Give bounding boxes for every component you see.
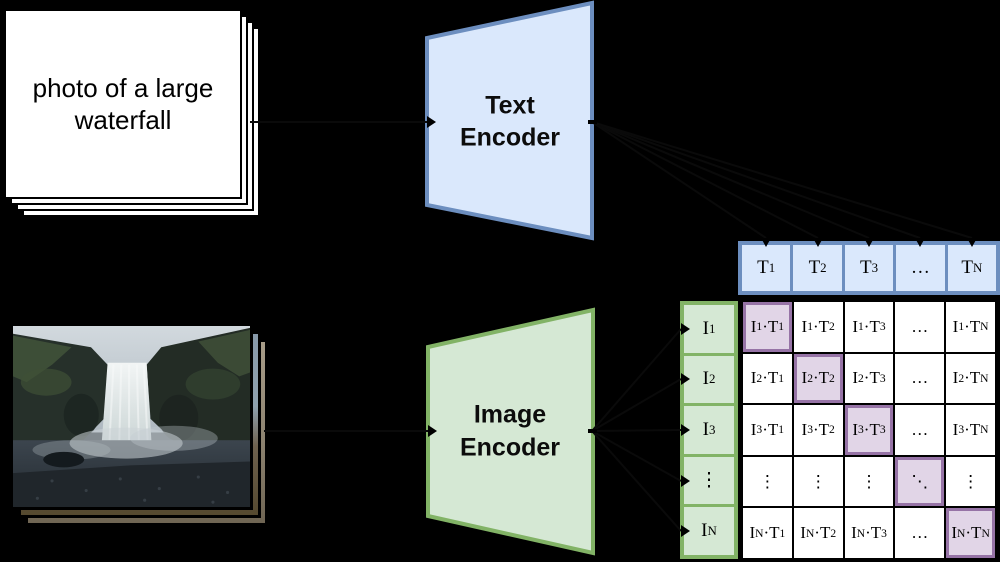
image-encoder-label: Image Encoder — [459, 400, 561, 462]
image-encoder-block: Image Encoder — [424, 306, 596, 556]
image-input-stack — [0, 315, 290, 545]
matrix-cell-r1c4: … — [895, 302, 945, 352]
matrix-cell-r4c3: ⋮ — [844, 456, 894, 507]
col-header-4: … — [896, 245, 945, 291]
matrix-cell-r4c4: ⋱ — [895, 456, 945, 507]
matrix-cell-r4c1: ⋮ — [743, 456, 792, 507]
matrix-cell-r5c4: … — [895, 508, 945, 558]
image-encoder-trapezoid — [426, 307, 595, 556]
waterfall-photo — [10, 323, 253, 510]
text-encoder-label: Text Encoder — [459, 91, 561, 152]
text-prompt: photo of a large waterfall — [32, 72, 214, 136]
matrix-cell-r2c4: … — [895, 353, 945, 404]
text-prompt-card-stack: photo of a large waterfall — [0, 0, 280, 235]
matrix-cell-r4c5: ⋮ — [946, 456, 995, 507]
text-encoder-block: Text Encoder — [424, 0, 596, 243]
row-header-4: ⋮ — [684, 456, 734, 505]
waterfall-scene-illustration — [13, 326, 250, 507]
matrix-cell-r3c4: … — [895, 405, 945, 455]
text-prompt-card: photo of a large waterfall — [4, 9, 242, 199]
matrix-cell-r4c2: ⋮ — [793, 456, 843, 507]
